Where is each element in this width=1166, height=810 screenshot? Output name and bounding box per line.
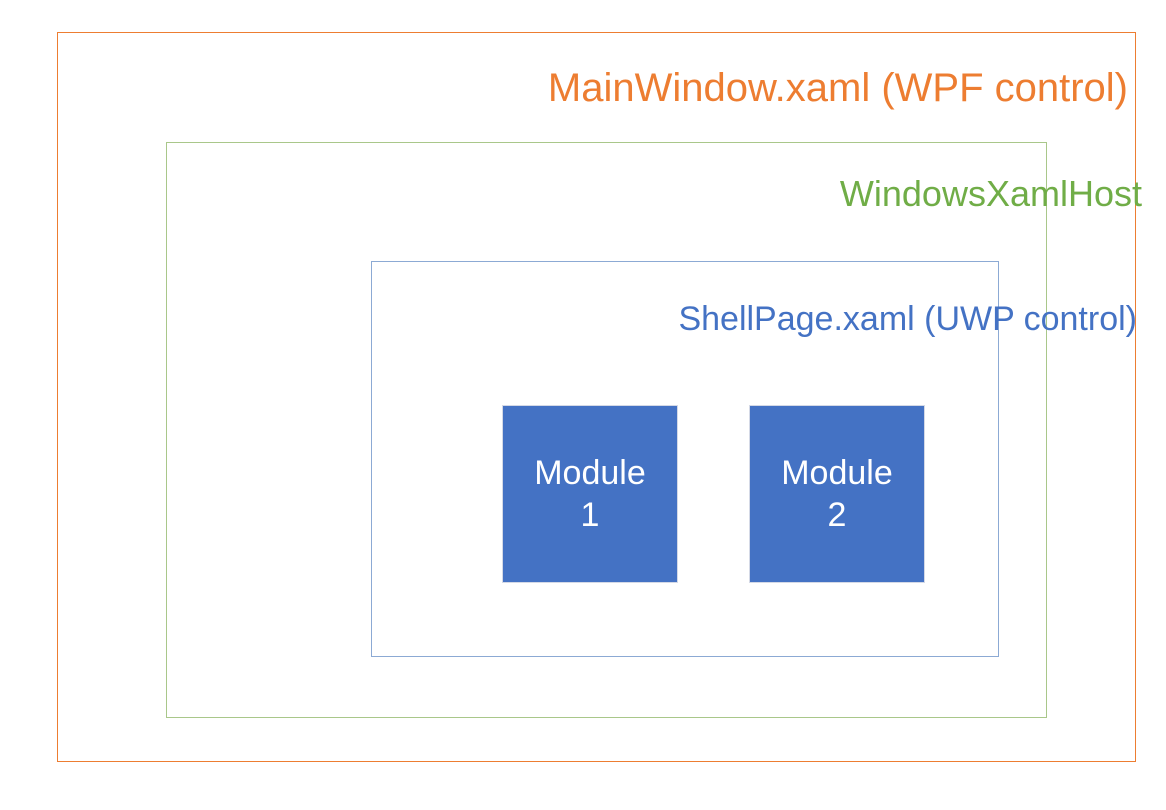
- frame-windowsxamlhost: [166, 142, 1047, 718]
- frame-shellpage-uwp: [371, 261, 999, 657]
- frame-mainwindow-wpf: [57, 32, 1136, 762]
- module-box-2-line1: Module: [781, 453, 893, 492]
- module-box-2: Module 2: [749, 405, 925, 583]
- module-box-1-line1: Module: [534, 453, 646, 492]
- module-box-2-line2: 2: [827, 496, 847, 534]
- frame-label-shellpage-uwp: ShellPage.xaml (UWP control): [678, 300, 1137, 338]
- frame-label-mainwindow-wpf: MainWindow.xaml (WPF control): [547, 66, 1128, 110]
- module-box-1-line2: 1: [580, 496, 600, 534]
- frame-label-windowsxamlhost: WindowsXamlHost: [839, 173, 1142, 214]
- module-box-1: Module 1: [502, 405, 678, 583]
